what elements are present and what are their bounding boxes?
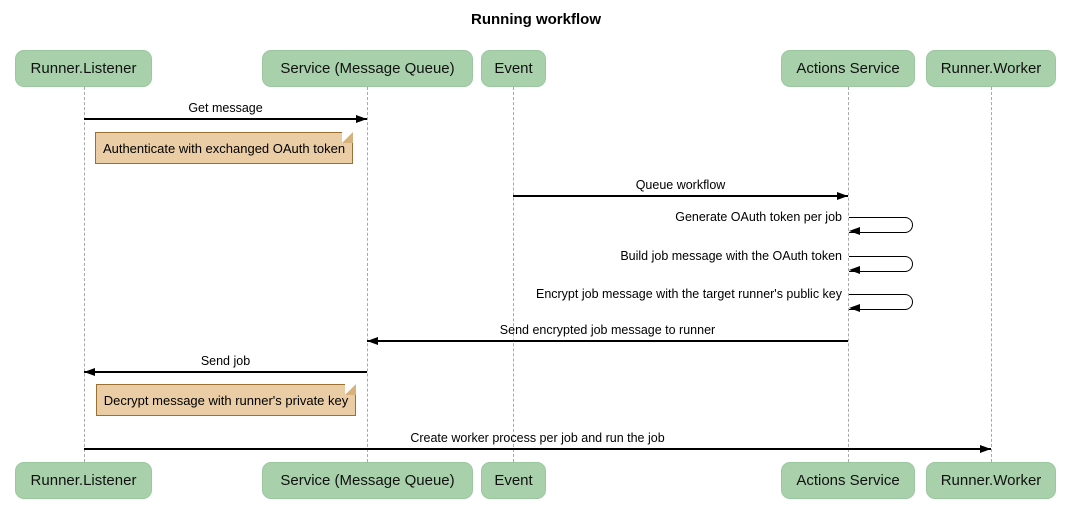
message-create-worker-process: Create worker process per job and run th… <box>84 431 991 453</box>
actor-top-service-message-queue: Service (Message Queue) <box>262 50 473 87</box>
actor-bottom-runner-worker: Runner.Worker <box>926 462 1056 499</box>
actor-label: Service (Message Queue) <box>280 60 455 77</box>
actor-label: Runner.Worker <box>940 472 1042 489</box>
actor-top-actions-service: Actions Service <box>781 50 915 87</box>
note-text: Decrypt message with runner's private ke… <box>103 392 349 408</box>
message-label: Send job <box>200 354 251 368</box>
message-send-job: Send job <box>84 354 367 376</box>
self-message-label: Build job message with the OAuth token <box>620 249 842 263</box>
message-send-encrypted-job: Send encrypted job message to runner <box>367 323 848 345</box>
loop-arc <box>849 216 913 233</box>
note-decrypt: Decrypt message with runner's private ke… <box>96 383 357 416</box>
note-fold-icon <box>342 131 354 143</box>
note-text: Authenticate with exchanged OAuth token <box>102 140 346 156</box>
lifeline-runner-listener <box>83 87 85 462</box>
loop-arc <box>849 293 913 310</box>
actor-top-event: Event <box>481 50 546 87</box>
arrowhead-left-icon <box>849 303 860 312</box>
actor-bottom-service-message-queue: Service (Message Queue) <box>262 462 473 499</box>
lifeline-runner-worker <box>990 87 992 462</box>
message-get-message: Get message <box>84 101 367 123</box>
actor-label: Event <box>494 472 533 489</box>
arrowhead-right-icon <box>837 191 848 200</box>
actor-label: Event <box>494 60 533 77</box>
message-line <box>84 448 991 450</box>
arrowhead-left-icon <box>849 265 860 274</box>
arrowhead-right-icon <box>980 444 991 453</box>
message-label: Queue workflow <box>635 178 726 192</box>
actor-label: Actions Service <box>796 60 900 77</box>
message-line <box>367 340 848 342</box>
message-label: Get message <box>188 101 263 115</box>
actor-label: Runner.Worker <box>940 60 1042 77</box>
message-label: Send encrypted job message to runner <box>499 323 716 337</box>
arrowhead-left-icon <box>367 336 378 345</box>
lifeline-service-message-queue <box>366 87 368 462</box>
diagram-title: Running workflow <box>471 11 601 28</box>
actor-label: Runner.Listener <box>30 472 137 489</box>
note-authenticate: Authenticate with exchanged OAuth token <box>95 131 354 164</box>
arrowhead-right-icon <box>356 114 367 123</box>
actor-bottom-actions-service: Actions Service <box>781 462 915 499</box>
arrowhead-left-icon <box>84 367 95 376</box>
arrowhead-left-icon <box>849 226 860 235</box>
message-line <box>84 118 367 120</box>
actor-bottom-runner-listener: Runner.Listener <box>15 462 152 499</box>
message-queue-workflow: Queue workflow <box>513 178 848 200</box>
loop-arc <box>849 255 913 272</box>
actor-bottom-event: Event <box>481 462 546 499</box>
self-message-label: Generate OAuth token per job <box>675 210 842 224</box>
actor-label: Runner.Listener <box>30 60 137 77</box>
message-line <box>84 371 367 373</box>
actor-label: Service (Message Queue) <box>280 472 455 489</box>
actor-top-runner-listener: Runner.Listener <box>15 50 152 87</box>
lifeline-event <box>512 87 514 462</box>
message-line <box>513 195 848 197</box>
actor-label: Actions Service <box>796 472 900 489</box>
actor-top-runner-worker: Runner.Worker <box>926 50 1056 87</box>
message-label: Create worker process per job and run th… <box>410 431 665 445</box>
lifeline-actions-service <box>847 87 849 462</box>
note-fold-icon <box>345 383 357 395</box>
self-message-label: Encrypt job message with the target runn… <box>535 287 842 301</box>
